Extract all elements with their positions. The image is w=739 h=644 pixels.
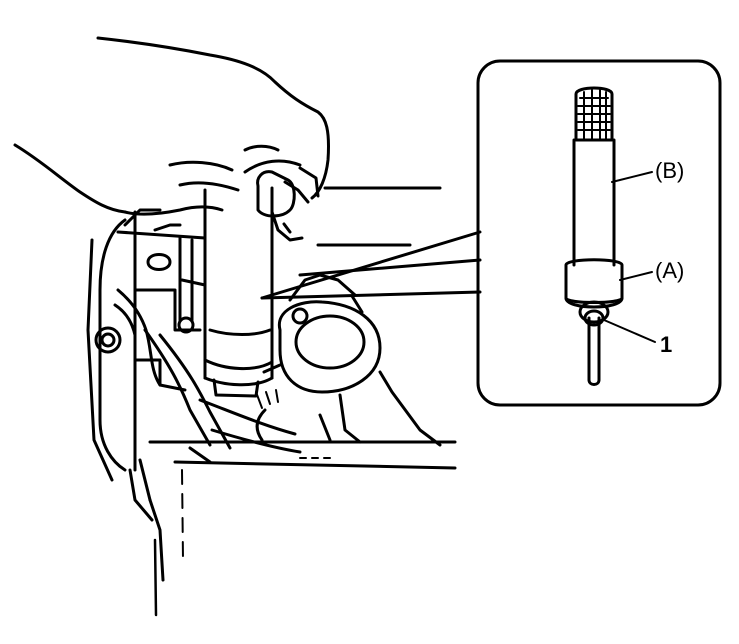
hand <box>13 36 330 242</box>
callout-leader-wedge <box>260 230 482 300</box>
guide-installer-tool <box>116 186 274 398</box>
label-b: (B) <box>655 158 684 183</box>
inset-valve-guide <box>564 86 624 386</box>
detail-inset-frame <box>476 59 722 407</box>
cylinder-head-casting <box>86 186 482 617</box>
label-1: 1 <box>660 332 672 357</box>
inset-leaders <box>603 171 656 343</box>
label-a: (A) <box>655 258 684 283</box>
